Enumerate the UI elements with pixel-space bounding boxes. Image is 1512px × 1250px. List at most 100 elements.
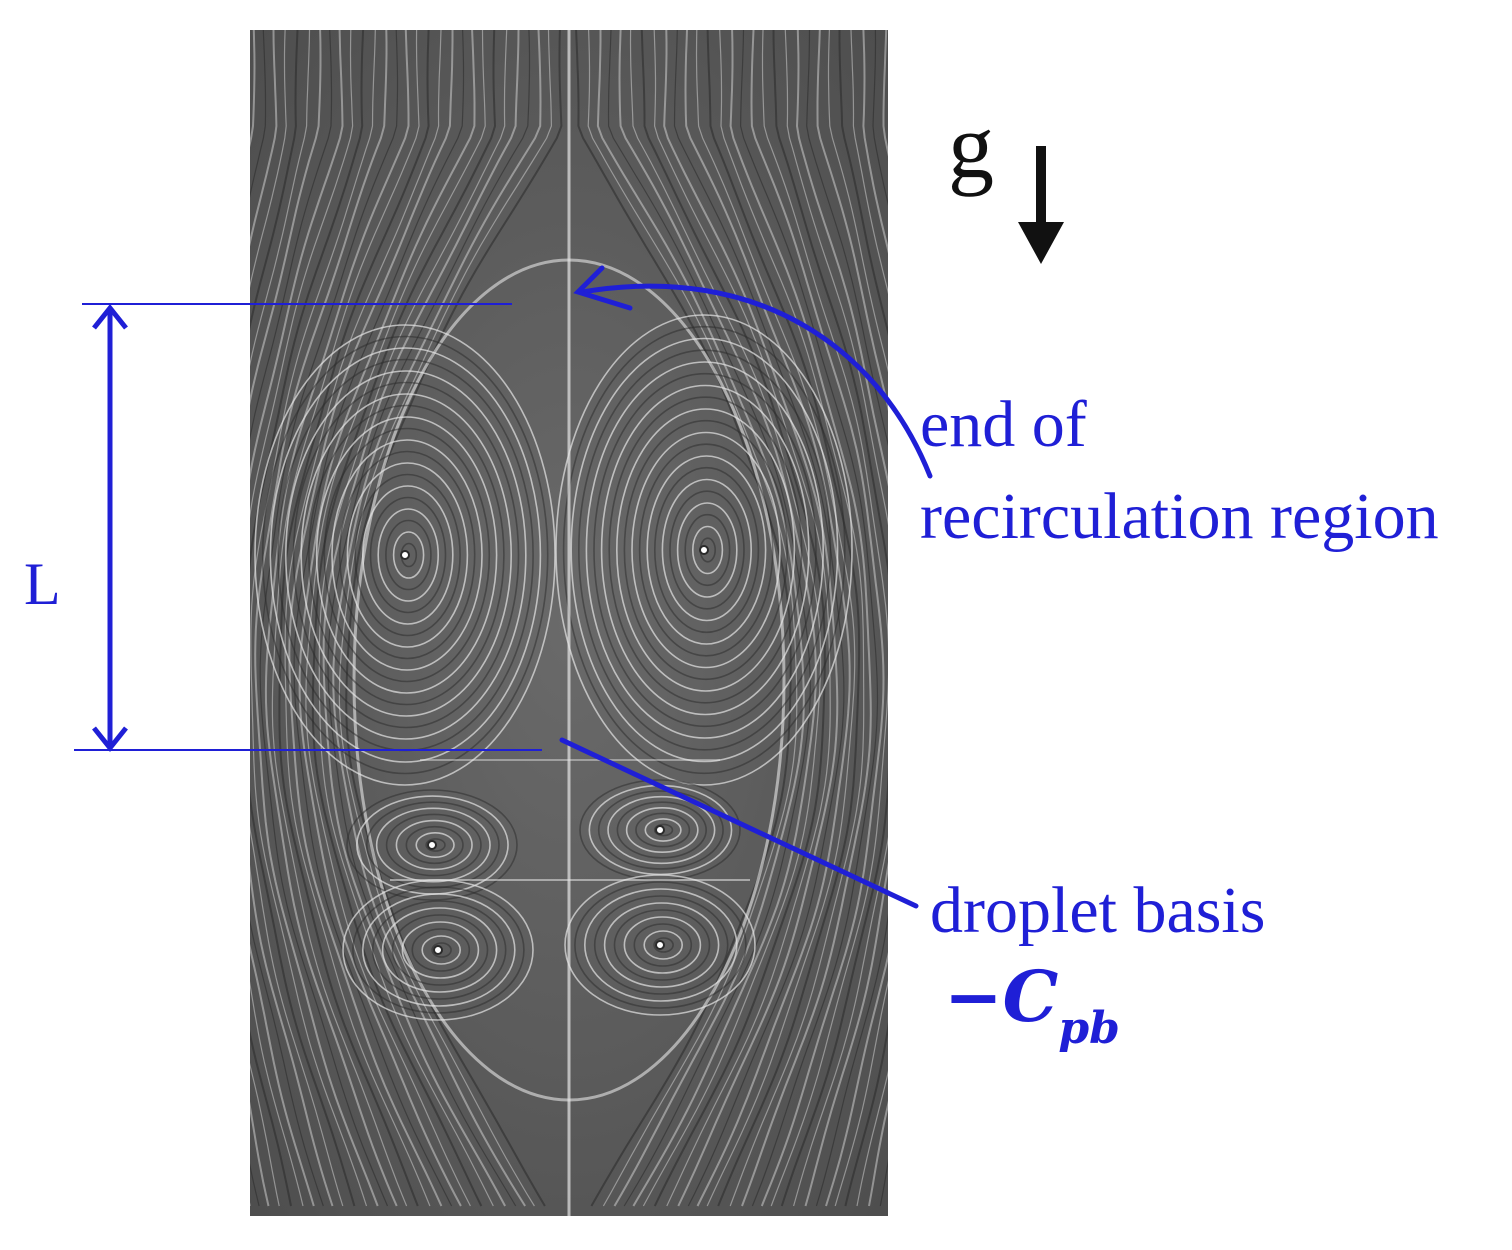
vortex-ring bbox=[254, 324, 556, 786]
vortex-ring bbox=[585, 361, 824, 739]
vortex-ring bbox=[653, 937, 674, 953]
vortex-ring bbox=[600, 384, 810, 716]
streamline bbox=[587, 30, 798, 1207]
streamline bbox=[663, 30, 839, 1207]
vortex-ring bbox=[361, 893, 516, 1007]
streamline bbox=[653, 30, 831, 1207]
vortex-ring bbox=[661, 478, 752, 622]
vortex-ring bbox=[562, 325, 846, 775]
streamline bbox=[288, 30, 454, 1207]
vortex-ring bbox=[401, 921, 480, 979]
pointer-arrowhead bbox=[573, 265, 633, 311]
vortex-ring bbox=[684, 513, 731, 587]
vortex-ring bbox=[392, 531, 425, 579]
vortex-ring bbox=[371, 900, 507, 1000]
streamline bbox=[332, 30, 542, 1207]
streamline bbox=[806, 30, 888, 1207]
length-dimension bbox=[74, 303, 542, 753]
vortex-ring bbox=[421, 935, 462, 965]
vortex-ring bbox=[669, 490, 745, 610]
curved-pointer-arrow bbox=[579, 283, 933, 479]
streamline bbox=[784, 30, 888, 1207]
streamline bbox=[345, 30, 563, 1207]
streamline bbox=[862, 30, 888, 1207]
vortex-ring bbox=[570, 337, 839, 763]
vortex-ring bbox=[269, 347, 542, 763]
vortex-ring bbox=[300, 393, 513, 717]
vortex-ring bbox=[352, 886, 525, 1014]
vortex-core bbox=[699, 545, 709, 555]
vortex-ring bbox=[375, 807, 491, 883]
vortex-ring bbox=[369, 496, 447, 614]
streamline bbox=[298, 30, 476, 1207]
vortex-ring bbox=[377, 508, 440, 602]
vortex-ring bbox=[331, 439, 483, 671]
vortex-ring bbox=[323, 427, 491, 683]
streamline bbox=[795, 30, 888, 1207]
arrow-down-icon bbox=[1018, 146, 1064, 264]
vortex-ring bbox=[653, 466, 760, 634]
end-of-recirculation-label-line2: recirculation region bbox=[920, 480, 1439, 553]
streamline bbox=[607, 30, 811, 1207]
streamline bbox=[706, 30, 861, 1207]
vortex-ring bbox=[583, 888, 738, 1002]
vortex-ring bbox=[315, 416, 498, 694]
vortex-streamlines bbox=[254, 258, 853, 1102]
streamline bbox=[250, 30, 299, 1207]
recirculation-pointer bbox=[573, 265, 933, 479]
streamline bbox=[739, 30, 879, 1207]
vortex-ring bbox=[644, 818, 682, 842]
vortex-ring bbox=[574, 881, 747, 1009]
streamline bbox=[640, 30, 826, 1207]
vortex-ring bbox=[676, 502, 738, 598]
vortex-ring bbox=[577, 349, 832, 751]
vortex-core bbox=[655, 940, 665, 950]
streamline bbox=[719, 30, 865, 1207]
streamline bbox=[695, 30, 856, 1207]
streamline-panel bbox=[182, 30, 888, 1216]
end-of-recirculation-label-line1: end of bbox=[920, 388, 1087, 461]
droplet-pointer bbox=[559, 737, 919, 909]
vortex-ring bbox=[385, 813, 482, 877]
streamline bbox=[284, 30, 442, 1207]
arrowhead-top bbox=[92, 303, 128, 330]
vortex-ring bbox=[338, 450, 476, 660]
vortex-ring bbox=[616, 801, 707, 859]
streamline bbox=[293, 30, 465, 1207]
droplet-basis-label: droplet basis bbox=[930, 874, 1266, 947]
vortex-ring bbox=[354, 473, 461, 637]
vortex-ring bbox=[346, 789, 518, 901]
vortex-ring bbox=[361, 485, 454, 625]
streamline bbox=[250, 30, 365, 1207]
vortex-ring bbox=[284, 370, 527, 740]
streamline bbox=[596, 30, 805, 1207]
vortex-core bbox=[433, 945, 443, 955]
streamline bbox=[816, 30, 888, 1207]
streamline bbox=[575, 30, 792, 1207]
vortex-ring bbox=[623, 916, 702, 974]
vortex-ring bbox=[631, 431, 781, 669]
streamline bbox=[318, 30, 508, 1207]
vortex-ring bbox=[261, 335, 549, 775]
base-pressure-coefficient-label: −Cpb bbox=[944, 962, 1120, 1051]
vortex-ring bbox=[593, 372, 817, 728]
streamline bbox=[182, 30, 243, 1206]
vortex-ring bbox=[597, 790, 724, 870]
outer-streamlines bbox=[182, 30, 888, 1207]
streamline bbox=[882, 30, 888, 157]
vortex-ring bbox=[608, 396, 803, 704]
vortex-ring bbox=[635, 812, 691, 848]
vortex-ring bbox=[411, 928, 471, 972]
arrowhead-bottom bbox=[92, 726, 128, 753]
vortex-ring bbox=[292, 381, 520, 729]
vortex-ring bbox=[391, 914, 489, 986]
vortex-ring bbox=[593, 895, 729, 995]
center-separatrix bbox=[390, 30, 750, 1216]
streamline bbox=[850, 30, 888, 1207]
vortex-ring bbox=[625, 806, 699, 853]
vortex-ring bbox=[603, 902, 720, 988]
straight-pointer-line bbox=[559, 737, 919, 909]
vortex-ring bbox=[613, 909, 711, 981]
streamline bbox=[259, 30, 399, 1207]
streamline bbox=[322, 30, 520, 1207]
